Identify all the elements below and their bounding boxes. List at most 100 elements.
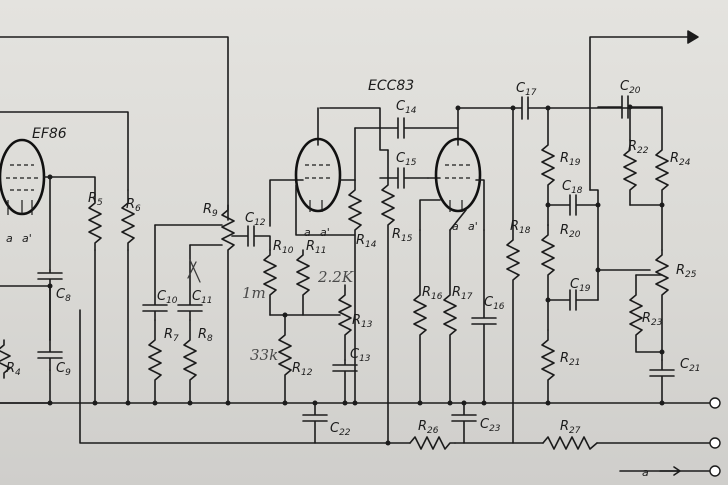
capacitor-c18-symbol (547, 194, 599, 216)
resistor-r15-symbol (381, 149, 395, 444)
component-letter-r25: R (676, 263, 685, 278)
capacitor-c23-symbol (451, 402, 477, 444)
tube-label-ecc83: ECC83 (368, 78, 414, 94)
component-letter-r14: R (356, 233, 365, 248)
component-label-c16: C16 (484, 295, 505, 312)
component-label-r10: R10 (273, 239, 294, 256)
pin-label-a-prime-ecc83-1: a' (320, 226, 330, 239)
resistor-r23-symbol (629, 274, 663, 353)
component-label-r6: R6 (126, 197, 141, 214)
pin-label-a-ecc83-1: a (304, 226, 311, 239)
terminal-a[interactable] (709, 465, 721, 477)
component-letter-c23: C (480, 417, 490, 432)
handwritten-r10-value: 1m (242, 284, 266, 302)
terminals (709, 397, 721, 477)
component-number-r5: 5 (97, 198, 103, 208)
resistor-r13-symbol (338, 284, 352, 361)
terminal-label-a: a (642, 466, 649, 479)
component-number-r18: 18 (519, 226, 531, 236)
component-letter-c20: C (620, 79, 630, 94)
component-number-r9: 9 (212, 209, 218, 219)
component-number-r19: 19 (569, 158, 581, 168)
resistors (0, 107, 669, 450)
capacitor-c22-symbol (302, 402, 328, 444)
component-label-r8: R8 (198, 327, 213, 344)
component-number-r10: 10 (282, 246, 294, 256)
ecc83-tubes (294, 137, 485, 236)
resistor-r6-symbol (121, 189, 135, 251)
component-number-r14: 14 (365, 240, 377, 250)
component-label-r18: R18 (510, 219, 531, 236)
resistor-r27-symbol (542, 436, 598, 450)
resistor-r4-symbol (0, 339, 11, 379)
resistor-r19-symbol (541, 107, 555, 226)
component-label-c18: C18 (562, 179, 583, 196)
resistor-r24-symbol (655, 107, 669, 251)
component-number-r25: 25 (685, 270, 697, 280)
component-label-c12: C12 (245, 211, 266, 228)
component-letter-c11: C (192, 289, 202, 304)
component-letter-c19: C (570, 277, 580, 292)
component-letter-r24: R (670, 151, 679, 166)
component-label-c13: C13 (350, 347, 371, 364)
component-label-r4: R4 (6, 361, 21, 378)
component-label-r17: R17 (452, 285, 473, 302)
component-number-c21: 21 (689, 364, 700, 374)
capacitor-c21-symbol (649, 359, 675, 404)
component-letter-r26: R (418, 419, 427, 434)
component-number-r6: 6 (135, 204, 141, 214)
component-number-r12: 12 (301, 368, 313, 378)
pin-label-a-ecc83-2: a (452, 220, 459, 233)
handwritten-r13-value: 2.2K (317, 268, 354, 286)
labels: EF86 ECC83 a a' a a' a a' 1m 2.2K 33k a … (6, 78, 701, 479)
resistor-r20-symbol (541, 224, 555, 331)
capacitor-c19-symbol (547, 289, 599, 311)
component-label-r9: R9 (203, 202, 218, 219)
component-label-r15: R15 (392, 227, 413, 244)
component-number-c16: 16 (493, 302, 505, 312)
component-letter-c13: C (350, 347, 360, 362)
component-letter-r17: R (452, 285, 461, 300)
component-number-r4: 4 (15, 368, 21, 378)
resistor-r14-symbol (348, 179, 362, 404)
component-number-r11: 11 (315, 246, 326, 256)
component-label-r21: R21 (560, 351, 581, 368)
resistor-r25-symbol (655, 249, 669, 361)
component-label-r25: R25 (676, 263, 697, 280)
component-letter-r12: R (292, 361, 301, 376)
component-letter-r9: R (203, 202, 212, 217)
pin-label-a-prime-ef86: a' (22, 232, 32, 245)
component-number-c22: 22 (339, 428, 351, 438)
component-label-r12: R12 (292, 361, 313, 378)
resistor-r7-symbol (148, 319, 162, 404)
component-number-r8: 8 (207, 334, 213, 344)
component-letter-r16: R (422, 285, 431, 300)
component-number-r23: 23 (651, 318, 663, 328)
resistor-r26-symbol (409, 436, 456, 450)
component-label-c19: C19 (570, 277, 591, 294)
component-letter-r15: R (392, 227, 401, 242)
capacitor-c17-symbol (459, 96, 663, 120)
terminal-ground[interactable] (709, 397, 721, 409)
terminal-lower[interactable] (709, 437, 721, 449)
pin-label-a-prime-ecc83-2: a' (468, 220, 478, 233)
component-label-c14: C14 (396, 99, 417, 116)
component-number-c20: 20 (629, 86, 641, 96)
component-number-c8: 8 (65, 294, 71, 304)
resistor-r5-symbol (88, 194, 102, 251)
component-label-c10: C10 (157, 289, 178, 306)
component-number-c11: 11 (201, 296, 212, 306)
capacitor-c10-symbol (142, 224, 168, 321)
component-number-r16: 16 (431, 292, 443, 302)
component-number-r13: 13 (361, 320, 373, 330)
resistor-r12-symbol (278, 314, 292, 404)
component-letter-c14: C (396, 99, 406, 114)
capacitor-c16-symbol (471, 229, 497, 404)
capacitor-c12-symbol (231, 225, 271, 251)
component-number-c18: 18 (571, 186, 583, 196)
component-number-c17: 17 (525, 88, 537, 98)
component-label-c17: C17 (516, 81, 537, 98)
component-number-r7: 7 (173, 334, 179, 344)
component-letter-c16: C (484, 295, 494, 310)
